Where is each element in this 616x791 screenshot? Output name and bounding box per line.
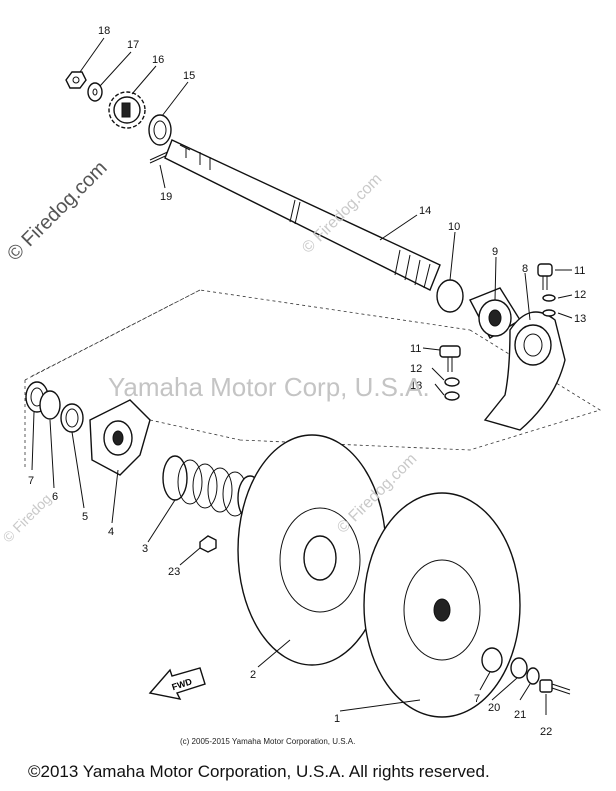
nut-part [65,71,87,89]
callout-1: 1 [334,713,340,725]
washer-part [87,82,103,102]
circlip-part [436,279,464,313]
sprocket-part [108,91,146,129]
leader-lines [31,37,573,715]
callout-17: 17 [127,39,139,51]
sheave-disc-part [237,434,387,666]
bolt-part [539,679,571,695]
callout-21: 21 [514,709,526,721]
callout-19: 19 [160,191,172,203]
fixed-sheave-part [363,492,521,718]
callout-20: 20 [488,702,500,714]
bolt-upper-part [537,263,556,317]
shaft-part [164,139,441,291]
callout-12: 12 [410,363,422,375]
washer-part [526,667,540,685]
footer-credit: (c) 2005-2015 Yamaha Motor Corporation, … [180,737,356,746]
callout-7: 7 [474,693,480,705]
callout-8: 8 [522,263,528,275]
callout-2: 2 [250,669,256,681]
callout-10: 10 [448,221,460,233]
callout-7: 7 [28,475,34,487]
callout-11: 11 [410,343,421,355]
callout-6: 6 [52,491,58,503]
callout-11: 11 [574,265,585,277]
callout-22: 22 [540,726,552,738]
bracket-part [483,311,566,431]
callout-12: 12 [574,289,586,301]
assembly-frame [24,289,601,470]
nut-part [199,535,217,553]
washer-part [510,657,528,679]
fwd-arrow-icon: FWD [148,667,206,700]
callout-23: 23 [168,566,180,578]
callout-3: 3 [142,543,148,555]
callout-5: 5 [82,511,88,523]
callout-14: 14 [419,205,431,217]
ring-part [39,390,61,420]
callout-15: 15 [183,70,195,82]
callout-9: 9 [492,246,498,258]
footer-copyright: ©2013 Yamaha Motor Corporation, U.S.A. A… [28,762,490,781]
bolt-lower-part [439,345,461,401]
callout-13: 13 [574,313,586,325]
watermark-yamaha: Yamaha Motor Corp, U.S.A. [108,372,430,402]
callout-13: 13 [410,380,422,392]
cam-part [89,399,151,476]
callout-18: 18 [98,25,110,37]
bushing-part [481,647,503,673]
callout-16: 16 [152,54,164,66]
ring-part [60,403,84,433]
callout-4: 4 [108,526,114,538]
bearing-part [148,114,172,146]
